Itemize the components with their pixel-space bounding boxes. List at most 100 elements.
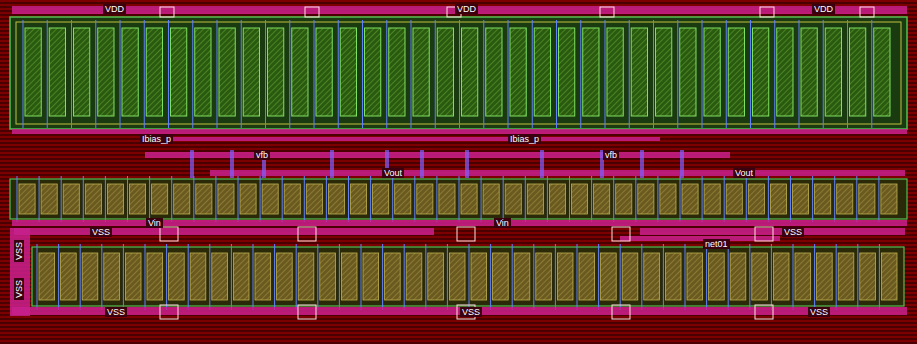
contact-square xyxy=(298,305,316,319)
pmos-finger xyxy=(680,28,696,116)
diffusion-outline xyxy=(16,22,901,124)
poly-gate xyxy=(39,176,40,222)
metal-rails xyxy=(10,6,907,316)
metal-rail xyxy=(210,170,905,176)
nmos-finger xyxy=(19,184,35,214)
poly-gate xyxy=(812,176,813,222)
nmos-finger xyxy=(218,184,234,214)
nmos-finger xyxy=(85,184,101,214)
pmos-finger xyxy=(462,28,478,116)
nmos-finger xyxy=(130,184,146,214)
poly-gate xyxy=(215,176,216,222)
pmos-finger xyxy=(777,28,793,116)
nmos-finger xyxy=(39,253,55,300)
via-strap xyxy=(190,150,194,178)
poly-gate xyxy=(145,244,146,310)
nmos-finger xyxy=(373,184,389,214)
pmos-finger xyxy=(98,28,114,116)
poly-gate xyxy=(47,20,48,128)
nmos-finger xyxy=(514,253,530,300)
poly-gate xyxy=(120,20,121,128)
poly-gate xyxy=(101,244,102,310)
nmos-finger xyxy=(493,253,509,300)
nmos-finger xyxy=(616,184,632,214)
contact-squares xyxy=(160,7,874,319)
nmos-finger xyxy=(449,253,465,300)
nmos-finger xyxy=(837,184,853,214)
pmos-finger xyxy=(607,28,623,116)
pmos-finger xyxy=(389,28,405,116)
poly-gate xyxy=(771,244,772,310)
contact-square xyxy=(160,227,178,241)
nmos-finger xyxy=(505,184,521,214)
pin-label: vfb xyxy=(603,150,619,160)
via-strap xyxy=(540,150,544,178)
poly-gate xyxy=(382,244,383,310)
poly-gate xyxy=(168,20,169,128)
contact-square xyxy=(760,7,774,17)
contact-square xyxy=(860,7,874,17)
pmos-finger xyxy=(704,28,720,116)
pmos-finger xyxy=(122,28,138,116)
poly-gate xyxy=(469,244,470,310)
poly-gate xyxy=(680,176,681,222)
poly-gate xyxy=(799,20,800,128)
nmos-finger xyxy=(483,184,499,214)
nmos-finger xyxy=(107,184,123,214)
pin-label: vfb xyxy=(254,150,270,160)
poly-gate xyxy=(282,176,283,222)
poly-gate xyxy=(459,176,460,222)
nmos-finger xyxy=(306,184,322,214)
poly-gate xyxy=(296,244,297,310)
nmos-finger xyxy=(41,184,57,214)
pmos-finger xyxy=(195,28,211,116)
poly-gate xyxy=(253,244,254,310)
pmos-finger xyxy=(365,28,381,116)
pin-label: VSS xyxy=(14,240,24,262)
poly-gate xyxy=(857,244,858,310)
pmos-finger xyxy=(146,28,162,116)
nmos-finger xyxy=(793,184,809,214)
poly-gate xyxy=(435,20,436,128)
metal-rail xyxy=(620,236,780,241)
poly-gate xyxy=(533,244,534,310)
nmos-finger xyxy=(579,253,595,300)
pmos-finger xyxy=(631,28,647,116)
poly-gate xyxy=(23,20,24,128)
contact-square xyxy=(600,7,614,17)
nmos-finger xyxy=(622,253,638,300)
metal-rail xyxy=(14,228,434,235)
nmos-finger xyxy=(838,253,854,300)
poly-gate xyxy=(304,176,305,222)
contact-square xyxy=(612,305,630,319)
nmos-finger xyxy=(212,253,228,300)
poly-gate xyxy=(338,20,339,128)
nmos-finger xyxy=(709,253,725,300)
poly-gate xyxy=(386,20,387,128)
poly-gate xyxy=(149,176,150,222)
contact-square xyxy=(612,227,630,241)
poly-gate xyxy=(362,20,363,128)
poly-gate xyxy=(746,176,747,222)
nmos-finger xyxy=(860,253,876,300)
poly-gate xyxy=(532,20,533,128)
poly-gate xyxy=(657,176,658,222)
nmos-finger xyxy=(152,184,168,214)
nmos-finger xyxy=(881,253,897,300)
nmos-array xyxy=(32,244,904,310)
nmos-finger xyxy=(748,184,764,214)
pin-label: VDD xyxy=(103,4,126,14)
pmos-finger xyxy=(74,28,90,116)
poly-gate xyxy=(879,244,880,310)
poly-gate xyxy=(317,244,318,310)
nmos-finger xyxy=(262,184,278,214)
nmos-finger xyxy=(395,184,411,214)
nmos-finger xyxy=(82,253,98,300)
poly-gate xyxy=(436,176,437,222)
pin-label: VSS xyxy=(460,307,482,317)
poly-gate xyxy=(361,244,362,310)
via-strap xyxy=(330,150,334,178)
device-outline xyxy=(32,247,904,306)
nmos-finger xyxy=(428,253,444,300)
